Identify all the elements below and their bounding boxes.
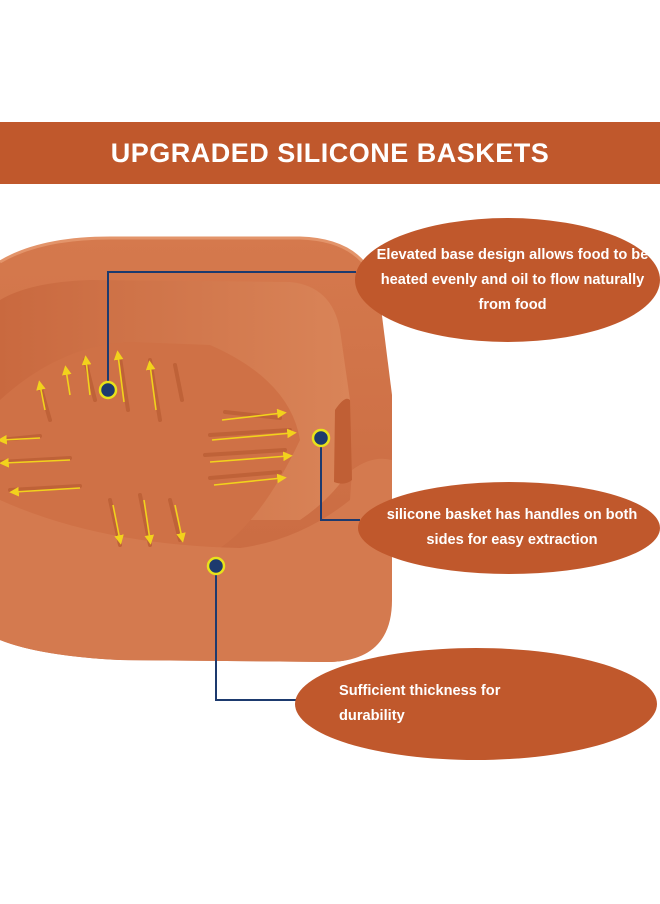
basket-front-wall bbox=[0, 458, 392, 662]
leader-line-2 bbox=[320, 440, 360, 521]
marker-dots bbox=[98, 380, 331, 576]
basket-handle bbox=[334, 398, 352, 484]
leader-lines bbox=[107, 271, 360, 701]
basket-floor bbox=[0, 342, 300, 548]
callout-text: Elevated base design allows food to be h… bbox=[376, 246, 649, 313]
callout-text: Sufficient thickness for durability bbox=[339, 683, 501, 724]
header-banner: UPGRADED SILICONE BASKETS bbox=[0, 122, 660, 184]
banner-title: UPGRADED SILICONE BASKETS bbox=[110, 137, 550, 168]
marker-dot-2 bbox=[311, 428, 331, 448]
floor-ribs bbox=[0, 356, 292, 547]
marker-dot-1 bbox=[98, 380, 118, 400]
callout-thickness: Sufficient thickness for durability bbox=[295, 648, 657, 760]
leader-line-3 bbox=[215, 566, 296, 701]
callout-elevated-base: Elevated base design allows food to be h… bbox=[355, 218, 660, 342]
callout-text: silicone basket has handles on both side… bbox=[386, 507, 638, 548]
marker-dot-3 bbox=[206, 556, 226, 576]
callout-handles: silicone basket has handles on both side… bbox=[358, 482, 660, 574]
leader-line-1 bbox=[107, 271, 356, 390]
flow-arrows bbox=[0, 350, 297, 545]
